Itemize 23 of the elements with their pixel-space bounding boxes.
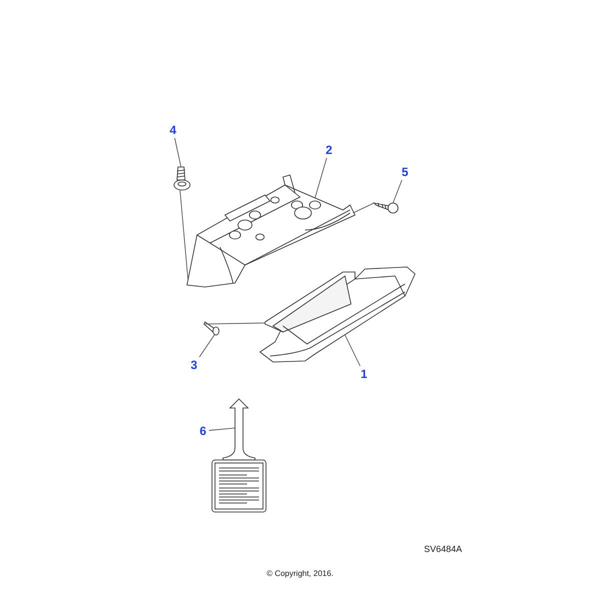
fitting-line (352, 202, 374, 214)
callout-number: 3 (188, 357, 200, 373)
callout-number: 6 (197, 423, 209, 439)
leader-line (344, 334, 360, 366)
callout-number: 1 (358, 366, 370, 382)
leader-line (174, 138, 182, 168)
callout-number: 2 (323, 142, 335, 158)
fitting-line (204, 322, 266, 324)
glovebox-drawing (260, 267, 415, 362)
leader-line (208, 428, 236, 431)
copyright-note: © Copyright, 2016. (266, 568, 334, 580)
leader-line (199, 334, 216, 358)
screw-drawing (374, 203, 398, 213)
drawing-number: SV6484A (424, 543, 462, 556)
bolt-drawing (174, 167, 190, 190)
housing-drawing (187, 175, 355, 287)
fitting-line (180, 190, 188, 280)
callout-number: 4 (167, 122, 179, 138)
callout-number: 5 (399, 164, 411, 180)
screw-drawing (204, 322, 219, 335)
tag-label-drawing (212, 399, 266, 512)
leader-line (392, 180, 402, 204)
leader-line (314, 158, 328, 198)
